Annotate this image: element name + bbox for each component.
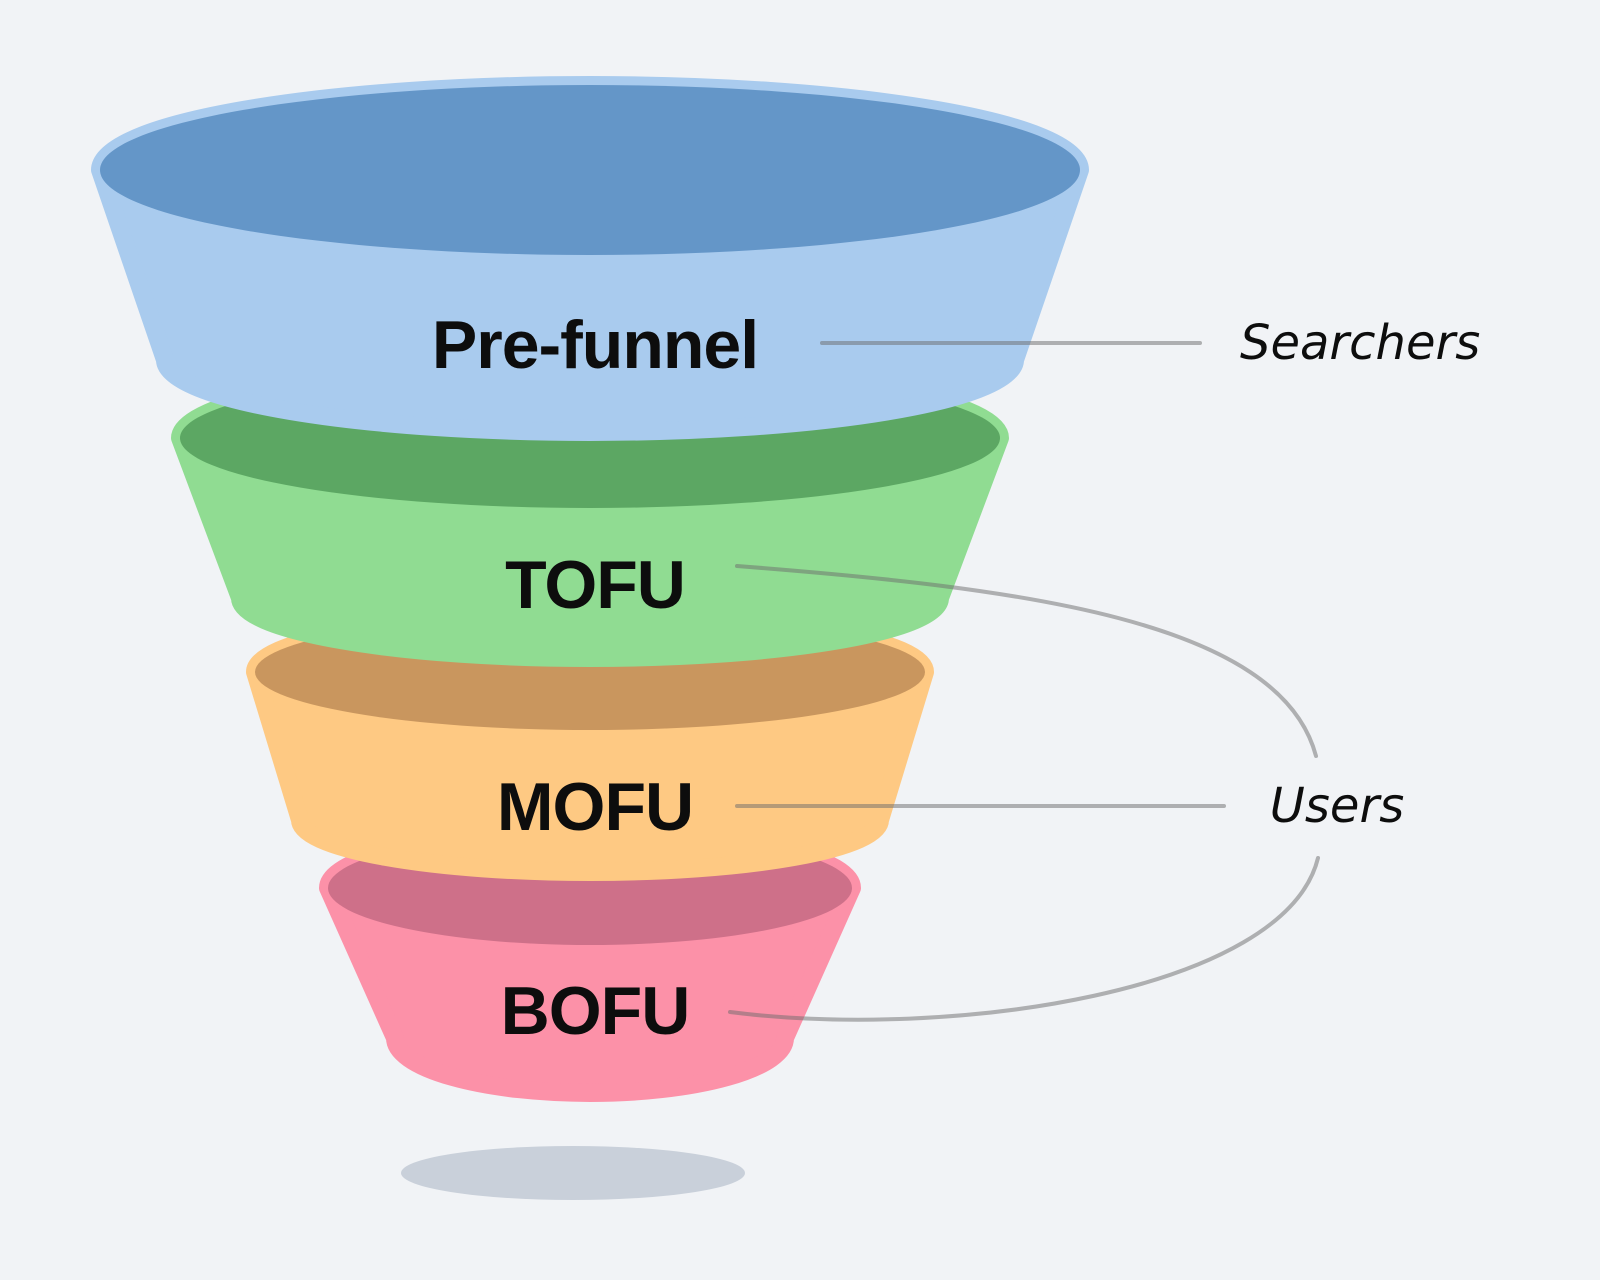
annotation-label-searchers: Searchers (1240, 315, 1480, 371)
stage-label-prefunnel: Pre-funnel (432, 307, 758, 383)
stage-label-tofu: TOFU (505, 547, 685, 623)
prefunnel-rim (100, 85, 1080, 255)
connector-curve-bofu (728, 856, 1320, 1022)
funnel-shadow (401, 1146, 745, 1200)
annotation-label-users: Users (1270, 778, 1404, 834)
stage-label-mofu: MOFU (497, 769, 693, 845)
connector-curve-tofu (735, 564, 1318, 758)
stage-label-bofu: BOFU (501, 973, 690, 1049)
funnel-stage-prefunnel (91, 76, 1089, 441)
